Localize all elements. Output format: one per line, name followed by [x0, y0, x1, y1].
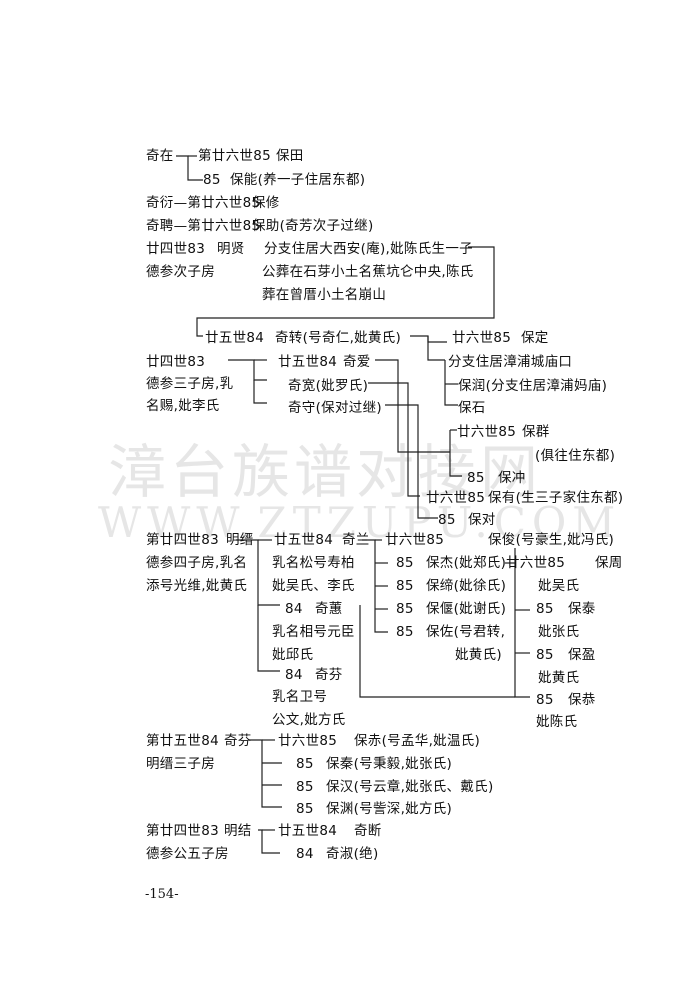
- tree-text: 廿六世85: [426, 490, 486, 506]
- tree-text: 保能(养一子住居东都): [230, 172, 366, 188]
- tree-text: 奇兰: [342, 532, 370, 548]
- tree-text: 第廿六世85: [198, 148, 271, 164]
- tree-text: 廿四世83: [146, 354, 206, 370]
- tree-text: 廿六世85: [506, 555, 566, 571]
- tree-text: 奇断: [354, 823, 382, 839]
- tree-text: 84: [296, 846, 314, 862]
- tree-text: 明贤: [217, 241, 245, 257]
- tree-text: 奇芬: [224, 733, 252, 749]
- tree-text: 妣吴氏、李氏: [272, 578, 355, 594]
- tree-text: 保助(奇芳次子过继): [252, 218, 374, 234]
- tree-text: 85: [396, 578, 414, 594]
- tree-text: 保泰: [568, 601, 596, 617]
- tree-text: 保恭: [568, 692, 596, 708]
- tree-text: 第廿五世84: [146, 733, 219, 749]
- tree-text: 奇蕙: [315, 601, 343, 617]
- tree-text: 乳名相号元臣: [272, 624, 355, 640]
- tree-text: 保俊(号豪生,妣冯氏): [488, 532, 615, 548]
- tree-text: 奇转(号奇仁,妣黄氏): [275, 330, 402, 346]
- tree-text: 85: [296, 801, 314, 817]
- tree-text: 85: [536, 601, 554, 617]
- tree-text: 保有(生三子家住东都): [488, 490, 624, 506]
- tree-text: 保石: [458, 400, 486, 416]
- tree-text: 分支住居大西安(庵),妣陈氏生一子: [264, 241, 473, 257]
- tree-text: 公文,妣方氏: [272, 712, 346, 728]
- tree-text: 保田: [276, 148, 304, 164]
- tree-text: 妣邱氏: [272, 647, 314, 663]
- tree-text: 保定: [521, 330, 549, 346]
- tree-text: 葬在曾厝小土名崩山: [262, 287, 387, 303]
- tree-text: 第廿四世83: [146, 532, 219, 548]
- tree-text: 85: [467, 470, 485, 486]
- tree-text: 添号光维,妣黄氏: [146, 578, 248, 594]
- tree-text: 德参公五子房: [146, 846, 229, 862]
- tree-text: 85: [396, 624, 414, 640]
- tree-text: 第廿四世83: [146, 823, 219, 839]
- tree-text: 廿六世85: [457, 424, 517, 440]
- tree-text: 公葬在石芽小土名蕉坑仑中央,陈氏: [262, 264, 474, 280]
- tree-text: 廿五世84: [278, 823, 338, 839]
- tree-text: 84: [285, 601, 303, 617]
- tree-text: 保冲: [498, 470, 526, 486]
- tree-text: 84: [285, 667, 303, 683]
- tree-text: 85: [296, 756, 314, 772]
- tree-text: 乳名卫号: [272, 689, 328, 705]
- tree-text: 85: [296, 779, 314, 795]
- tree-text: 保对: [468, 512, 496, 528]
- tree-text: 廿五世84: [205, 330, 265, 346]
- tree-text: 廿五世84: [278, 354, 338, 370]
- tree-text: 85: [536, 647, 554, 663]
- tree-text: 保佐(号君转,: [426, 624, 506, 640]
- tree-text: 德参次子房: [146, 264, 215, 280]
- tree-text: 乳名松号寿柏: [272, 555, 355, 571]
- tree-text: 廿六世85: [278, 733, 338, 749]
- tree-text: 保群: [522, 424, 550, 440]
- tree-text: 明缙: [226, 532, 254, 548]
- tree-text: 85: [203, 172, 221, 188]
- tree-text: 保杰(妣郑氏): [426, 555, 507, 571]
- tree-text: 保赤(号孟华,妣温氏): [354, 733, 481, 749]
- tree-text: 保润(分支住居漳浦妈庙): [458, 378, 608, 394]
- tree-text: 奇芬: [315, 667, 343, 683]
- tree-text: 奇聘—第廿六世85: [146, 218, 261, 234]
- tree-text: 保偃(妣谢氏): [426, 601, 507, 617]
- tree-text: 分支住居漳浦城庙口: [448, 354, 573, 370]
- tree-text: 廿四世83: [146, 241, 206, 257]
- tree-text: 保秦(号秉毅,妣张氏): [326, 756, 453, 772]
- tree-text: 德参四子房,乳名: [146, 555, 248, 571]
- tree-text: 廿六世85: [385, 532, 445, 548]
- tree-text: 明结: [224, 823, 252, 839]
- tree-text: 妣黄氏: [538, 670, 580, 686]
- tree-text: (俱往住东都): [535, 448, 616, 464]
- tree-text: 奇在: [146, 148, 174, 164]
- tree-text: 妣张氏: [538, 624, 580, 640]
- tree-text: 85: [438, 512, 456, 528]
- tree-text: 保渊(号訾深,妣方氏): [326, 801, 453, 817]
- tree-text: 奇宽(妣罗氏): [288, 378, 369, 394]
- tree-text: 保汉(号云章,妣张氏、戴氏): [326, 779, 494, 795]
- tree-text: 85: [396, 601, 414, 617]
- tree-text: 85: [396, 555, 414, 571]
- tree-text: 奇衍—第廿六世85: [146, 195, 261, 211]
- tree-text: 妣黄氏): [455, 647, 502, 663]
- tree-text: 廿五世84: [274, 532, 334, 548]
- tree-text: 奇淑(绝): [326, 846, 379, 862]
- tree-text: 名赐,妣李氏: [146, 398, 220, 414]
- tree-text: 保缔(妣徐氏): [426, 578, 507, 594]
- tree-text: 奇爱: [343, 354, 371, 370]
- tree-text: 保盈: [568, 647, 596, 663]
- tree-text: 妣吴氏: [538, 578, 580, 594]
- tree-text: 85: [536, 692, 554, 708]
- tree-text: 保周: [595, 555, 623, 571]
- tree-text: 德参三子房,乳: [146, 376, 234, 392]
- tree-text: 保修: [252, 195, 280, 211]
- page-number: -154-: [145, 887, 179, 902]
- tree-text: 奇守(保对过继): [288, 400, 382, 416]
- tree-text: 妣陈氏: [536, 714, 578, 730]
- tree-text: 廿六世85: [452, 330, 512, 346]
- tree-text: 明缙三子房: [146, 756, 215, 772]
